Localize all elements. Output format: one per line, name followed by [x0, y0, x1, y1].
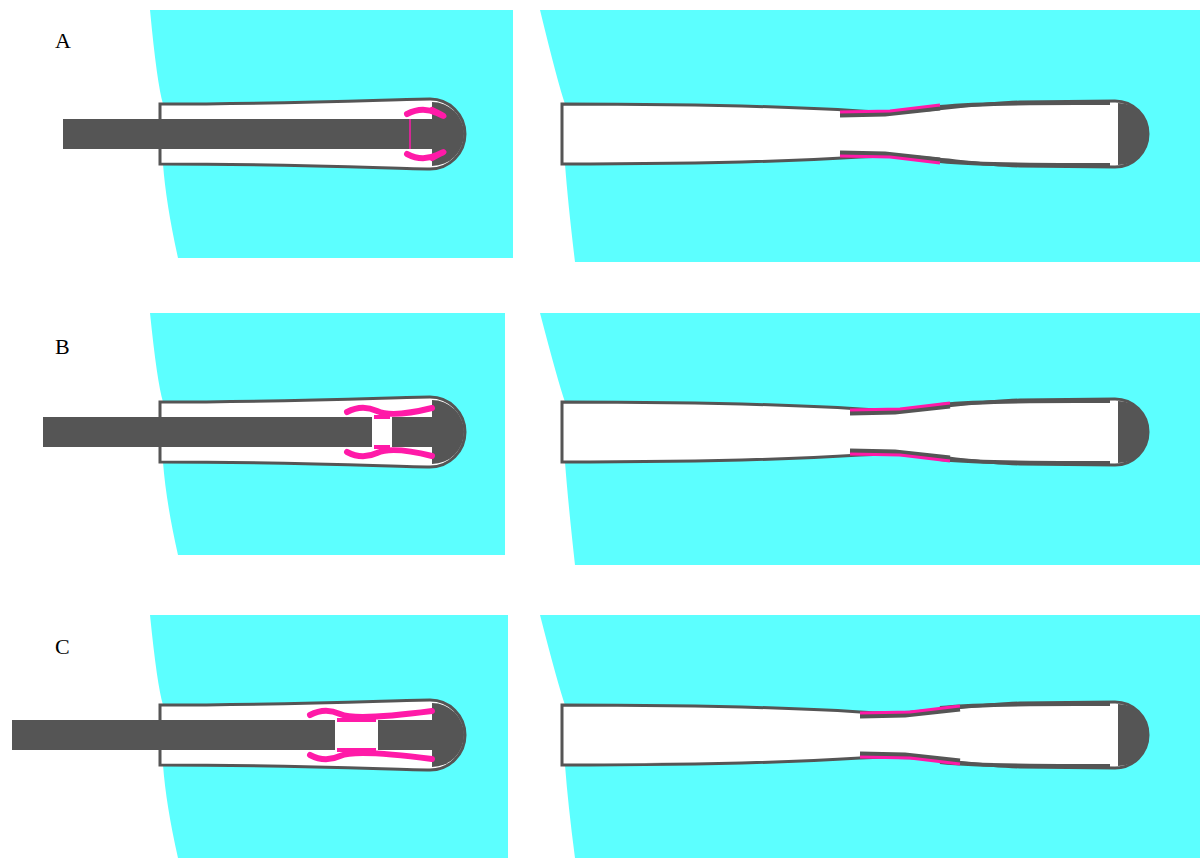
- panel-letter: A: [55, 28, 71, 54]
- penetration-cavity: [562, 702, 1148, 768]
- eroded-material: [840, 156, 940, 163]
- projectile-nose: [432, 400, 464, 464]
- projectile-nose: [432, 703, 464, 767]
- penetration-cavity: [562, 101, 1148, 167]
- projectile-head: [378, 720, 433, 750]
- projectile-rod: [43, 417, 372, 447]
- eroded-material: [407, 152, 443, 158]
- target-block: [540, 10, 1200, 262]
- projectile-liner: [940, 401, 1110, 405]
- eroded-material: [409, 119, 411, 149]
- eroded-material: [860, 706, 960, 713]
- target-block: [540, 313, 1200, 565]
- eroded-material: [310, 753, 432, 759]
- projectile-rod: [63, 119, 432, 149]
- eroded-material: [407, 110, 443, 116]
- projectile-liner: [940, 103, 1110, 107]
- target-block: [540, 615, 1200, 858]
- projectile-liner: [940, 704, 1110, 708]
- projectile-nose: [1118, 704, 1149, 766]
- eroded-material: [850, 454, 950, 461]
- projectile-nose: [1118, 103, 1149, 165]
- projectile-liner: [940, 161, 1110, 165]
- panel-letter: C: [55, 634, 70, 660]
- eroded-material: [347, 450, 432, 456]
- penetration-cavity: [562, 399, 1148, 465]
- eroded-material: [310, 711, 432, 717]
- eroded-material: [840, 105, 940, 112]
- projectile-liner: [940, 762, 1110, 766]
- eroded-material: [347, 408, 432, 414]
- projectile-rod: [12, 720, 335, 750]
- eroded-material: [860, 757, 960, 764]
- projectile-liner: [940, 459, 1110, 463]
- projectile-head: [392, 417, 433, 447]
- eroded-material: [850, 403, 950, 410]
- projectile-nose: [1118, 401, 1149, 463]
- panel-letter: B: [55, 334, 70, 360]
